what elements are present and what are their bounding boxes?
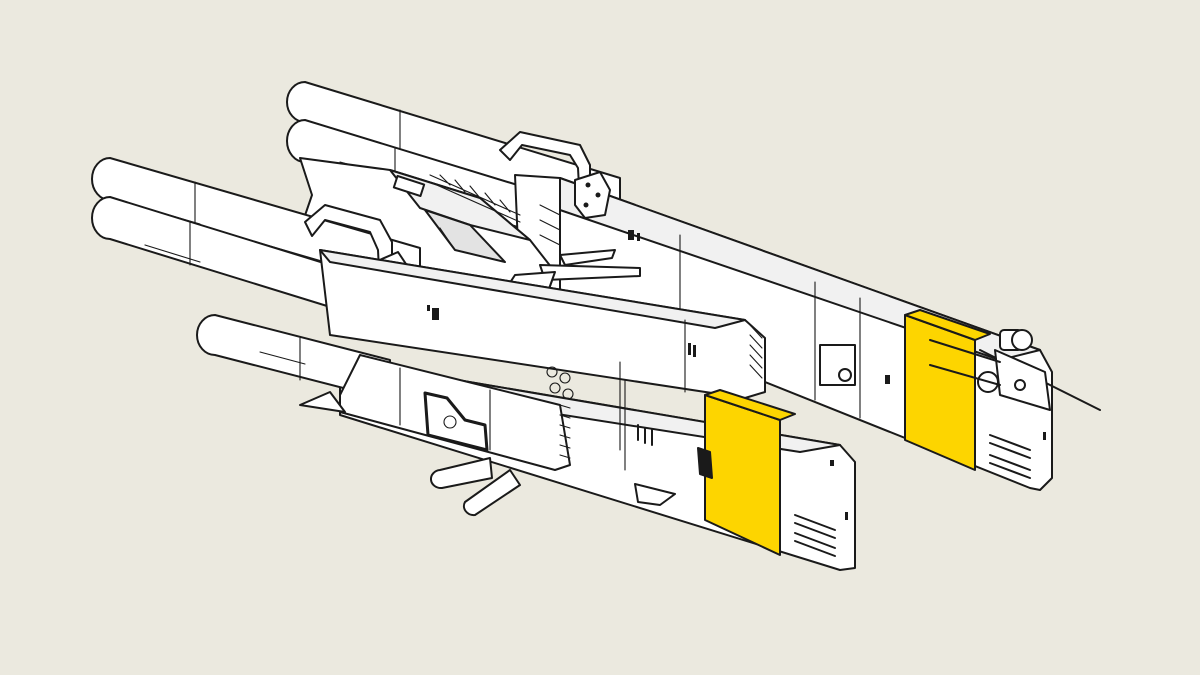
front-side-missile [196, 314, 391, 401]
front-left-nacelle [91, 157, 856, 571]
front-lower-fin [634, 483, 676, 506]
cockpit-canopy [424, 209, 506, 263]
front-wedge [299, 391, 346, 413]
rear-yellow-stripe [904, 314, 976, 471]
thruster-right [462, 469, 521, 517]
front-lower-missile-tube [91, 196, 341, 311]
front-side-armor-panel [339, 354, 571, 471]
thruster-left [430, 457, 493, 490]
